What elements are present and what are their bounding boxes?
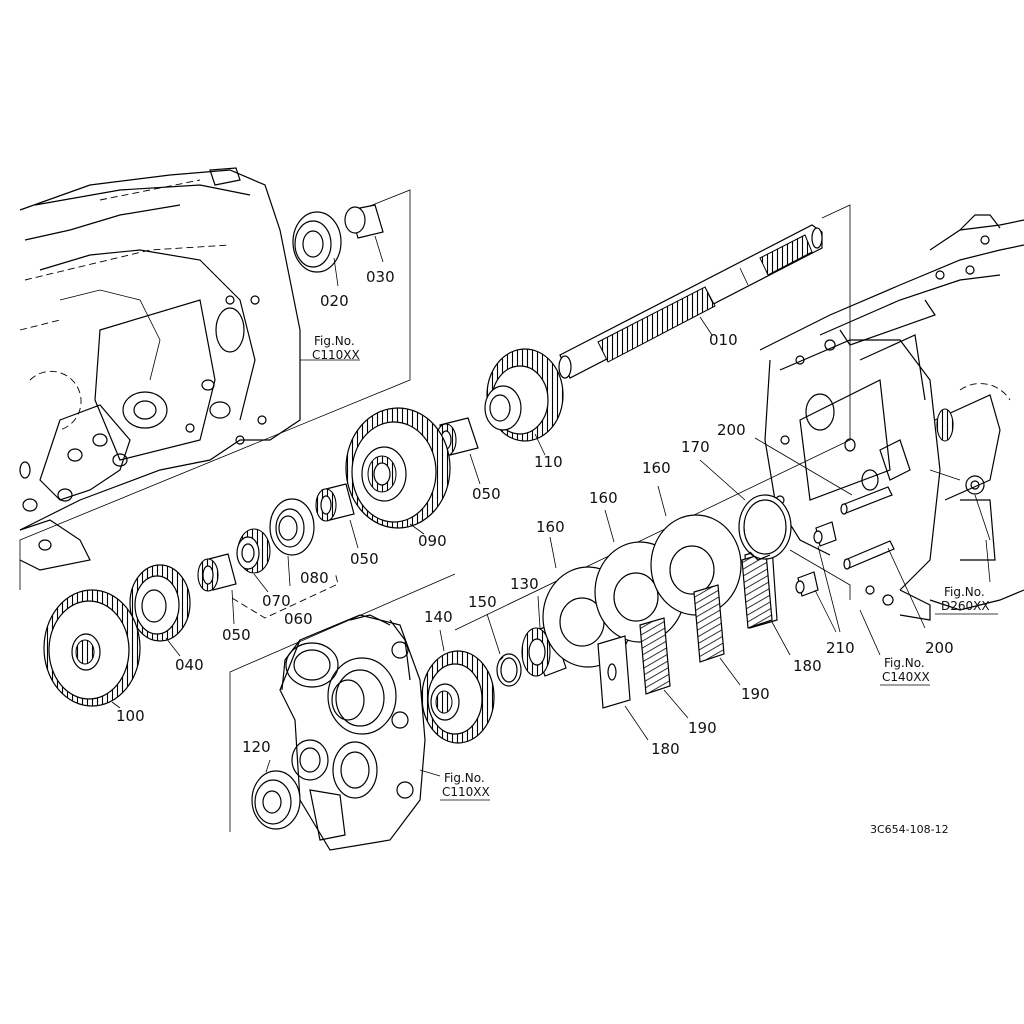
snap-ring-150 [496, 653, 522, 687]
diagram-code: 3C654-108-12 [870, 823, 949, 836]
group-bracket-060 [231, 571, 339, 619]
fig-ref-c140-prefix: Fig.No. [884, 656, 925, 670]
label-160-middle: 160 [589, 489, 618, 507]
fig-ref-c110-top: Fig.No. C110XX [312, 334, 360, 362]
fig-ref-c110-top-code: C110XX [312, 348, 360, 362]
label-210: 210 [826, 639, 855, 657]
label-170: 170 [681, 438, 710, 456]
label-040: 040 [175, 656, 204, 674]
gear-090 [345, 407, 451, 529]
transmission-case-right [759, 214, 1024, 621]
label-050-lower: 050 [222, 626, 251, 644]
fig-ref-c110-top-prefix: Fig.No. [314, 334, 355, 348]
bearing-020 [292, 211, 342, 273]
needle-bearing-050-lower [197, 553, 237, 592]
needle-bearing-050-middle [315, 483, 355, 522]
pin-200-upper [840, 486, 893, 515]
label-030: 030 [366, 268, 395, 286]
gear-040 [129, 564, 191, 642]
bolt-210-upper [813, 521, 837, 547]
reference-box-top-left [19, 189, 411, 590]
housing-cover [279, 614, 426, 851]
label-090: 090 [418, 532, 447, 550]
fig-ref-c140: Fig.No. C140XX [880, 656, 930, 686]
fig-ref-d260-prefix: Fig.No. [944, 585, 985, 599]
fig-ref-c140-code: C140XX [882, 670, 930, 684]
gear-110 [484, 348, 564, 442]
part-labels: 010 020 030 040 050 050 050 060 070 080 … [116, 268, 954, 758]
label-050-upper: 050 [472, 485, 501, 503]
transmission-case-left [19, 167, 301, 571]
label-190-back: 190 [741, 685, 770, 703]
reference-box-right [454, 204, 851, 631]
fig-ref-d260-code: D260XX [941, 599, 990, 613]
label-160-back: 160 [642, 459, 671, 477]
label-020: 020 [320, 292, 349, 310]
leader-lines [111, 235, 991, 777]
label-150: 150 [468, 593, 497, 611]
friction-plate-190-front [639, 617, 671, 695]
needle-bearing-050-upper [435, 417, 479, 457]
shaft-010 [558, 224, 823, 379]
snap-ring-170 [738, 494, 792, 561]
label-110: 110 [534, 453, 563, 471]
label-050-middle: 050 [350, 550, 379, 568]
label-130: 130 [510, 575, 539, 593]
fig-ref-d260: Fig.No. D260XX [935, 585, 998, 615]
label-190-front: 190 [688, 719, 717, 737]
pin-200-lower [843, 540, 895, 570]
reference-box-bottom [229, 573, 456, 832]
label-180-front: 180 [651, 740, 680, 758]
bolt-210-lower [795, 571, 819, 597]
bearing-120 [251, 770, 301, 830]
label-140: 140 [424, 608, 453, 626]
fig-ref-c110-bottom: Fig.No. C110XX [440, 771, 490, 801]
label-100: 100 [116, 707, 145, 725]
hub-130 [521, 624, 567, 677]
plate-180-front [597, 635, 631, 709]
label-160-front: 160 [536, 518, 565, 536]
fig-ref-c110-bottom-prefix: Fig.No. [444, 771, 485, 785]
label-200-upper: 200 [717, 421, 746, 439]
gear-100 [43, 589, 141, 707]
sleeve-080 [269, 498, 315, 556]
friction-plate-190-back [693, 584, 725, 663]
label-080: 080 [300, 569, 329, 587]
label-120: 120 [242, 738, 271, 756]
collar-030 [344, 204, 384, 239]
label-180-back: 180 [793, 657, 822, 675]
label-060: 060 [284, 610, 313, 628]
hub-070 [236, 528, 271, 574]
fig-ref-c110-bottom-code: C110XX [442, 785, 490, 799]
label-070: 070 [262, 592, 291, 610]
gear-140 [421, 650, 495, 744]
friction-plate-190-rear [741, 552, 773, 629]
label-200-lower: 200 [925, 639, 954, 657]
label-010: 010 [709, 331, 738, 349]
